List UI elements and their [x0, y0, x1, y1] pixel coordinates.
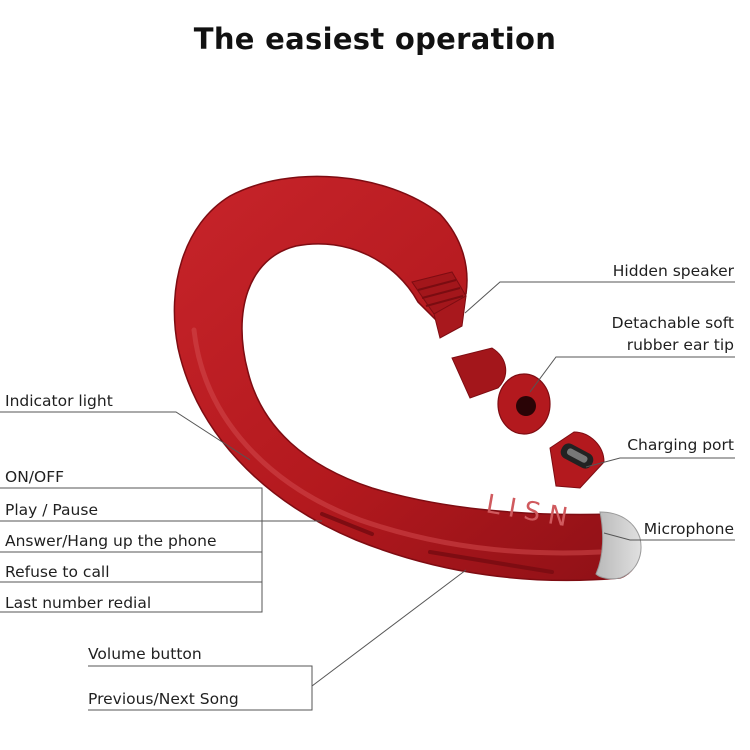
label-on-off: ON/OFF: [5, 468, 65, 486]
label-volume-button: Volume button: [88, 645, 202, 663]
leader-volume: [88, 665, 313, 711]
label-hidden-speaker: Hidden speaker: [612, 262, 734, 280]
earphone-body: [173, 175, 640, 582]
leader-indicator-light: [0, 411, 251, 461]
microphone-tip: [595, 511, 642, 580]
leader-hidden-speaker: [464, 281, 735, 314]
ear-tip: [451, 347, 551, 435]
speaker-neck: [411, 271, 467, 339]
label-play-pause: Play / Pause: [5, 501, 98, 519]
label-previous-next: Previous/Next Song: [88, 690, 239, 708]
leader-lines: [0, 281, 735, 711]
label-microphone: Microphone: [643, 520, 734, 538]
leader-volume-link: [311, 569, 467, 687]
label-indicator-light: Indicator light: [5, 392, 113, 410]
leader-microphone: [603, 532, 735, 541]
body-highlight: [191, 327, 603, 556]
leader-multi-function: [0, 487, 263, 613]
leader-charging-port: [585, 457, 735, 468]
leader-ear-tip: [529, 356, 735, 393]
label-answer-hang-up: Answer/Hang up the phone: [5, 532, 217, 550]
multi-function-button: [320, 512, 374, 536]
volume-button: [428, 550, 554, 574]
label-refuse-call: Refuse to call: [5, 563, 110, 581]
label-charging-port: Charging port: [627, 436, 734, 454]
page-title: The easiest operation: [193, 22, 557, 56]
charging-port-piece: [549, 431, 605, 489]
label-ear-tip-line2: rubber ear tip: [626, 336, 734, 354]
label-ear-tip-line1: Detachable soft: [611, 314, 734, 332]
label-last-number-redial: Last number redial: [5, 594, 152, 612]
